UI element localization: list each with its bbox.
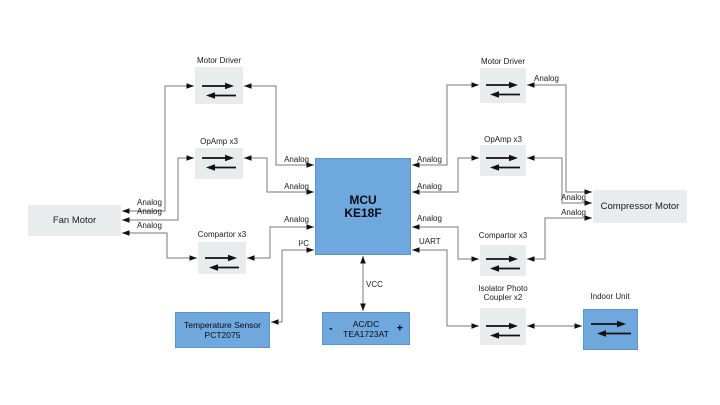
isolator-label-line1: Isolator Photo (478, 284, 528, 293)
acdc-title: AC/DC (352, 318, 380, 329)
signal-label-analog: Analog (561, 193, 586, 202)
mcu-part: KE18F (344, 205, 382, 220)
fan-motor-label: Fan Motor (52, 215, 97, 226)
temperature-sensor-part: PCT2075 (204, 330, 241, 340)
signal-label-vcc: VCC (366, 280, 383, 289)
indoor-unit-label: Indoor Unit (590, 292, 630, 301)
compressor-motor-label: Compressor Motor (600, 201, 680, 212)
opamp-left-label: OpAmp x3 (200, 137, 238, 146)
motor-driver-right-label: Motor Driver (480, 57, 525, 66)
signal-label-analog: Analog (534, 74, 559, 83)
signal-label-analog: Analog (561, 208, 586, 217)
isolator-label: Isolator Photo Coupler x2 (453, 284, 553, 302)
signal-label-analog: Analog (284, 182, 309, 191)
acdc-minus-sign: - (329, 322, 333, 335)
comparator-right-block (480, 245, 526, 276)
acdc-block: - AC/DC TEA1723AT + (322, 312, 410, 345)
signal-label-analog: Analog (137, 207, 162, 216)
bidirectional-arrows-icon (486, 154, 520, 171)
opamp-left-block (195, 148, 243, 179)
mcu-block: MCU KE18F (315, 158, 411, 255)
wire-mcu-opamp-right (412, 155, 479, 195)
comparator-left-block (198, 242, 246, 274)
indoor-unit-block (583, 309, 638, 350)
wire-comparator-left-mcu (247, 224, 314, 261)
bidirectional-arrows-icon (486, 255, 520, 272)
bidirectional-arrows-icon (205, 254, 239, 271)
signal-label-uart: UART (419, 237, 441, 246)
signal-label-i2c: I²C (298, 239, 309, 248)
comparator-left-label: Compartor x3 (197, 230, 247, 239)
isolator-label-line2: Coupler x2 (483, 292, 523, 302)
bidirectional-arrows-icon (486, 81, 520, 98)
wire-fan-opamp-left (122, 155, 194, 223)
wire-opamp-left-mcu (244, 155, 314, 195)
wire-fan-comparator-left (122, 230, 197, 261)
signal-label-analog: Analog (137, 221, 162, 230)
compressor-motor-block: Compressor Motor (593, 190, 687, 223)
comparator-right-label: Compartor x3 (478, 231, 528, 240)
signal-label-analog: Analog (284, 215, 309, 224)
wire-comparator-right-compressor (527, 215, 592, 262)
bidirectional-arrows-icon (202, 154, 236, 171)
wire-mcu-motordriver-right (412, 82, 479, 168)
mcu-title: MCU (349, 192, 377, 207)
bidirectional-arrows-icon (486, 322, 520, 339)
isolator-block (480, 308, 526, 345)
wire-opamp-right-compressor (527, 155, 592, 206)
motor-driver-left-label: Motor Driver (196, 56, 241, 65)
acdc-part: TEA1723AT (343, 328, 389, 339)
wire-mcu-tempsensor-i2c (271, 247, 314, 325)
wire-fan-motordriver-left (122, 83, 194, 214)
signal-label-analog: Analog (417, 155, 442, 164)
temperature-sensor-title: Temperature Sensor (183, 320, 261, 330)
opamp-right-block (480, 145, 526, 176)
wire-motordriver-left-mcu (244, 83, 314, 168)
wire-mcu-isolator-uart (412, 247, 479, 329)
fan-motor-block: Fan Motor (28, 205, 121, 236)
signal-label-analog: Analog (417, 214, 442, 223)
signal-label-analog: Analog (137, 198, 162, 207)
opamp-right-label: OpAmp x3 (484, 135, 522, 144)
motor-driver-right-block (480, 68, 526, 103)
bidirectional-arrows-icon (202, 82, 236, 99)
motor-driver-left-block (195, 67, 243, 104)
signal-label-analog: Analog (417, 182, 442, 191)
acdc-plus-sign: + (396, 322, 403, 335)
bidirectional-arrows-icon (590, 320, 631, 337)
signal-label-analog: Analog (284, 155, 309, 164)
temperature-sensor-block: Temperature Sensor PCT2075 (175, 312, 270, 348)
